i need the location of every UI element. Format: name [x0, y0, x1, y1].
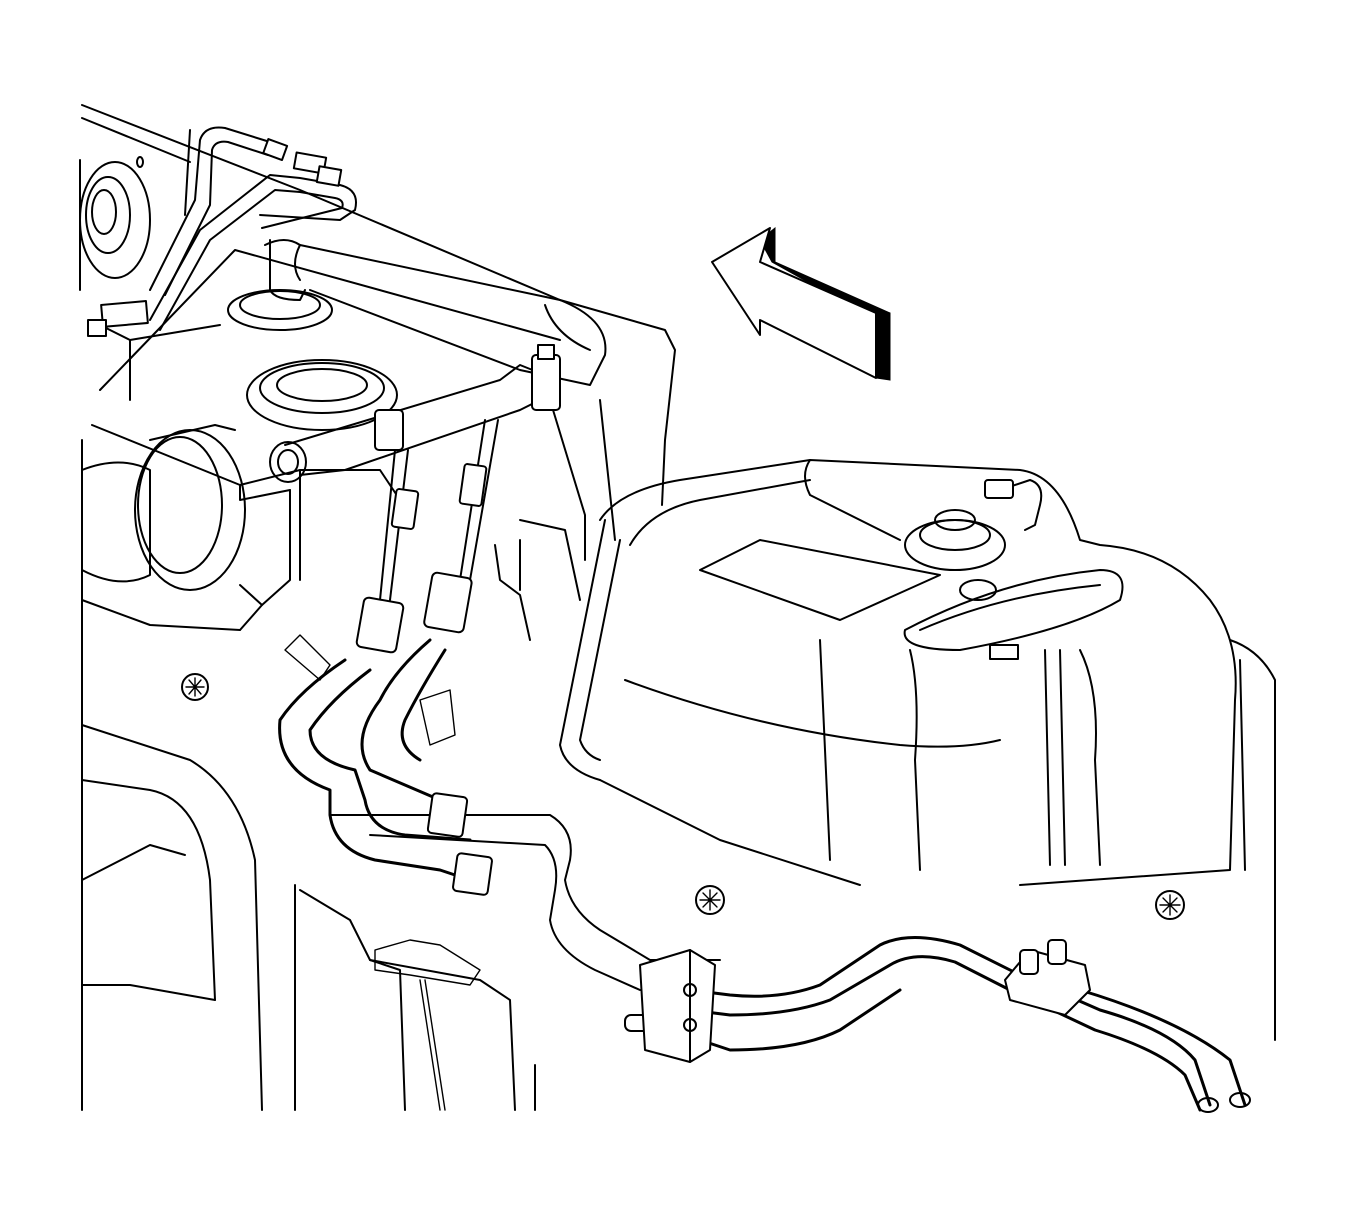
fuel-line-retainer-clip — [639, 949, 716, 1063]
bolt-icon — [1155, 890, 1185, 920]
bolt-icon — [181, 673, 209, 701]
evap-line — [87, 126, 357, 337]
fuel-line-retainer-clip — [1004, 939, 1091, 1016]
front-of-vehicle-arrow-icon — [711, 226, 891, 381]
bolt-icon — [695, 885, 725, 915]
fuel-tank — [559, 459, 1276, 1041]
fuel-sender-module — [79, 159, 151, 291]
fuel-filler-neck — [81, 424, 246, 621]
fuel-filler-pipe — [227, 239, 607, 431]
fuel-line-assembly — [278, 419, 721, 991]
fuel-line-assembly — [624, 936, 1251, 1113]
frame-crossmember — [81, 104, 676, 701]
frame-rail — [81, 599, 536, 1111]
fuel-line-quick-connect — [269, 344, 561, 483]
